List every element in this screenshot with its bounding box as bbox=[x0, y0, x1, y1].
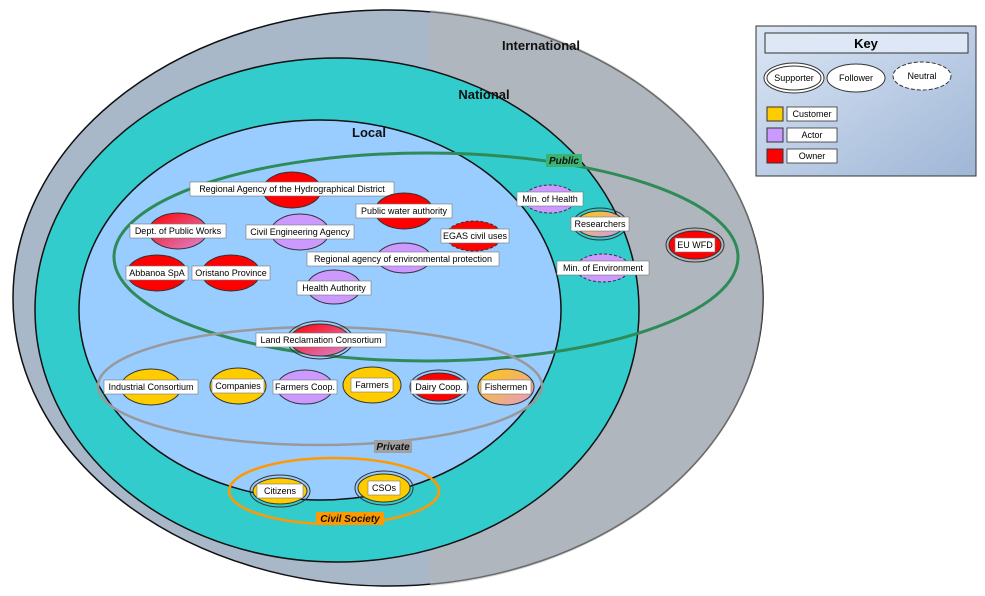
private-tag-text: Private bbox=[376, 442, 410, 453]
key-customer: Customer bbox=[766, 106, 838, 122]
key-customer-label: Customer bbox=[792, 109, 831, 119]
label-land-reclamation: Land Reclamation Consortium bbox=[260, 335, 381, 345]
key-title-box bbox=[764, 32, 969, 54]
label-eu-wfd: EU WFD bbox=[677, 240, 713, 250]
label-dairy-coop: Dairy Coop. bbox=[415, 382, 463, 392]
key-supporter: Supporter bbox=[763, 62, 825, 94]
label-industrial-consortium: Industrial Consortium bbox=[108, 382, 193, 392]
key-follower: Follower bbox=[826, 63, 886, 93]
node-companies[interactable]: Companies bbox=[209, 367, 267, 405]
node-egas-civil-uses[interactable]: EGAS civil uses bbox=[440, 220, 510, 252]
label-abbanoa: Abbanoa SpA bbox=[129, 268, 185, 278]
node-civil-engineering-agency[interactable]: Civil Engineering Agency bbox=[245, 213, 355, 251]
node-land-reclamation[interactable]: Land Reclamation Consortium bbox=[255, 320, 387, 360]
public-ring bbox=[112, 151, 740, 363]
node-regional-agency-hydro[interactable]: Regional Agency of the Hydrographical Di… bbox=[189, 171, 395, 209]
node-farmers[interactable]: Farmers bbox=[342, 366, 402, 404]
label-companies: Companies bbox=[215, 381, 261, 391]
public-tag-text: Public bbox=[549, 156, 579, 167]
label-regional-agency-env: Regional agency of environmental protect… bbox=[314, 254, 492, 264]
label-regional-agency-hydro: Regional Agency of the Hydrographical Di… bbox=[199, 184, 385, 194]
key-supporter-label: Supporter bbox=[774, 73, 814, 83]
label-dept-public-works: Dept. of Public Works bbox=[135, 226, 222, 236]
label-min-environment: Min. of Environment bbox=[563, 263, 644, 273]
key-neutral-label: Neutral bbox=[907, 71, 936, 81]
label-min-health: Min. of Health bbox=[522, 194, 578, 204]
node-researchers[interactable]: Researchers bbox=[570, 207, 630, 241]
local-region bbox=[78, 119, 562, 501]
key-follower-label: Follower bbox=[839, 73, 873, 83]
key-actor: Actor bbox=[766, 127, 838, 143]
national-label: National bbox=[458, 87, 509, 102]
label-civil-engineering-agency: Civil Engineering Agency bbox=[250, 227, 350, 237]
node-min-health[interactable]: Min. of Health bbox=[516, 184, 584, 214]
private-tag bbox=[374, 440, 412, 453]
key-panel: Key Supporter Follower Neutral Customer … bbox=[755, 25, 977, 177]
local-label: Local bbox=[352, 125, 386, 140]
node-dairy-coop[interactable]: Dairy Coop. bbox=[409, 369, 469, 405]
node-public-water-authority[interactable]: Public water authority bbox=[355, 192, 453, 230]
node-eu-wfd[interactable]: EU WFD bbox=[665, 227, 725, 263]
label-farmers-coop: Farmers Coop. bbox=[275, 382, 335, 392]
node-citizens[interactable]: Citizens bbox=[249, 474, 311, 508]
node-industrial-consortium[interactable]: Industrial Consortium bbox=[103, 368, 199, 406]
node-fishermen[interactable]: Fishermen bbox=[477, 368, 535, 406]
key-neutral: Neutral bbox=[892, 61, 952, 91]
label-egas-civil-uses: EGAS civil uses bbox=[443, 231, 508, 241]
label-fishermen: Fishermen bbox=[485, 382, 528, 392]
public-tag bbox=[546, 154, 582, 167]
node-csos[interactable]: CSOs bbox=[354, 470, 414, 506]
node-min-environment[interactable]: Min. of Environment bbox=[556, 253, 650, 283]
international-label: International bbox=[502, 38, 580, 53]
civil-society-tag bbox=[316, 512, 384, 525]
key-title: Key bbox=[854, 36, 879, 51]
node-regional-agency-env[interactable]: Regional agency of environmental protect… bbox=[306, 242, 500, 274]
key-actor-label: Actor bbox=[801, 130, 822, 140]
node-abbanoa[interactable]: Abbanoa SpA bbox=[125, 254, 189, 292]
node-dept-public-works[interactable]: Dept. of Public Works bbox=[129, 212, 227, 250]
civil-society-tag-text: Civil Society bbox=[320, 514, 380, 525]
label-public-water-authority: Public water authority bbox=[361, 206, 448, 216]
label-csos: CSOs bbox=[372, 483, 397, 493]
key-owner-label: Owner bbox=[799, 151, 826, 161]
label-oristano-province: Oristano Province bbox=[195, 268, 267, 278]
key-owner: Owner bbox=[766, 148, 838, 164]
label-researchers: Researchers bbox=[574, 219, 626, 229]
label-farmers: Farmers bbox=[355, 380, 389, 390]
node-health-authority[interactable]: Health Authority bbox=[296, 269, 372, 305]
node-farmers-coop[interactable]: Farmers Coop. bbox=[272, 369, 338, 405]
label-citizens: Citizens bbox=[264, 486, 297, 496]
node-oristano-province[interactable]: Oristano Province bbox=[191, 254, 271, 292]
label-health-authority: Health Authority bbox=[302, 283, 366, 293]
